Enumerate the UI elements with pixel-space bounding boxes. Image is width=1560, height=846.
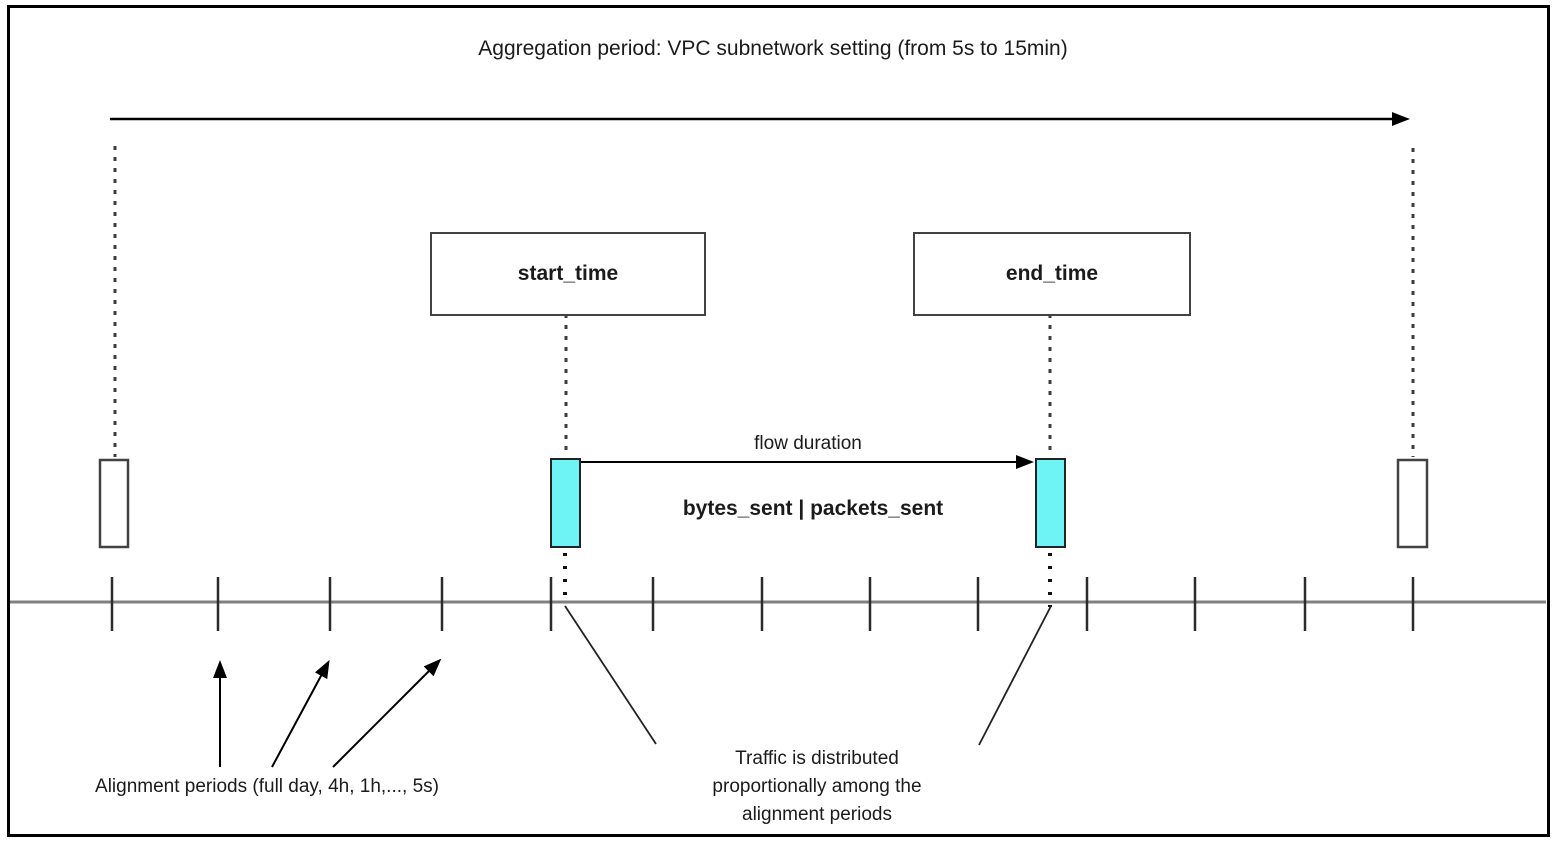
start-time-label: start_time	[517, 262, 619, 285]
right-interval-marker	[1396, 458, 1429, 549]
traffic-pointer-right	[978, 605, 1052, 746]
end-time-label: end_time	[1005, 262, 1099, 285]
alignment-periods-label: Alignment periods (full day, 4h, 1h,...,…	[95, 776, 439, 797]
flow-start-bar	[550, 458, 581, 548]
metrics-label: bytes_sent | packets_sent	[682, 497, 944, 520]
diagram-title: Aggregation period: VPC subnetwork setti…	[478, 37, 1068, 60]
start-time-box: start_time	[430, 232, 706, 316]
flow-duration-label: flow duration	[754, 433, 862, 454]
flow-end-bar	[1035, 458, 1066, 548]
traffic-pointer-left	[564, 605, 657, 745]
alignment-arrow-2	[271, 659, 330, 768]
alignment-arrow-3	[332, 658, 442, 768]
traffic-distribution-note: Traffic is distributed proportionally am…	[712, 748, 922, 825]
left-interval-marker	[98, 458, 130, 549]
end-time-box: end_time	[913, 232, 1191, 316]
timeline-ticks	[110, 577, 1415, 631]
